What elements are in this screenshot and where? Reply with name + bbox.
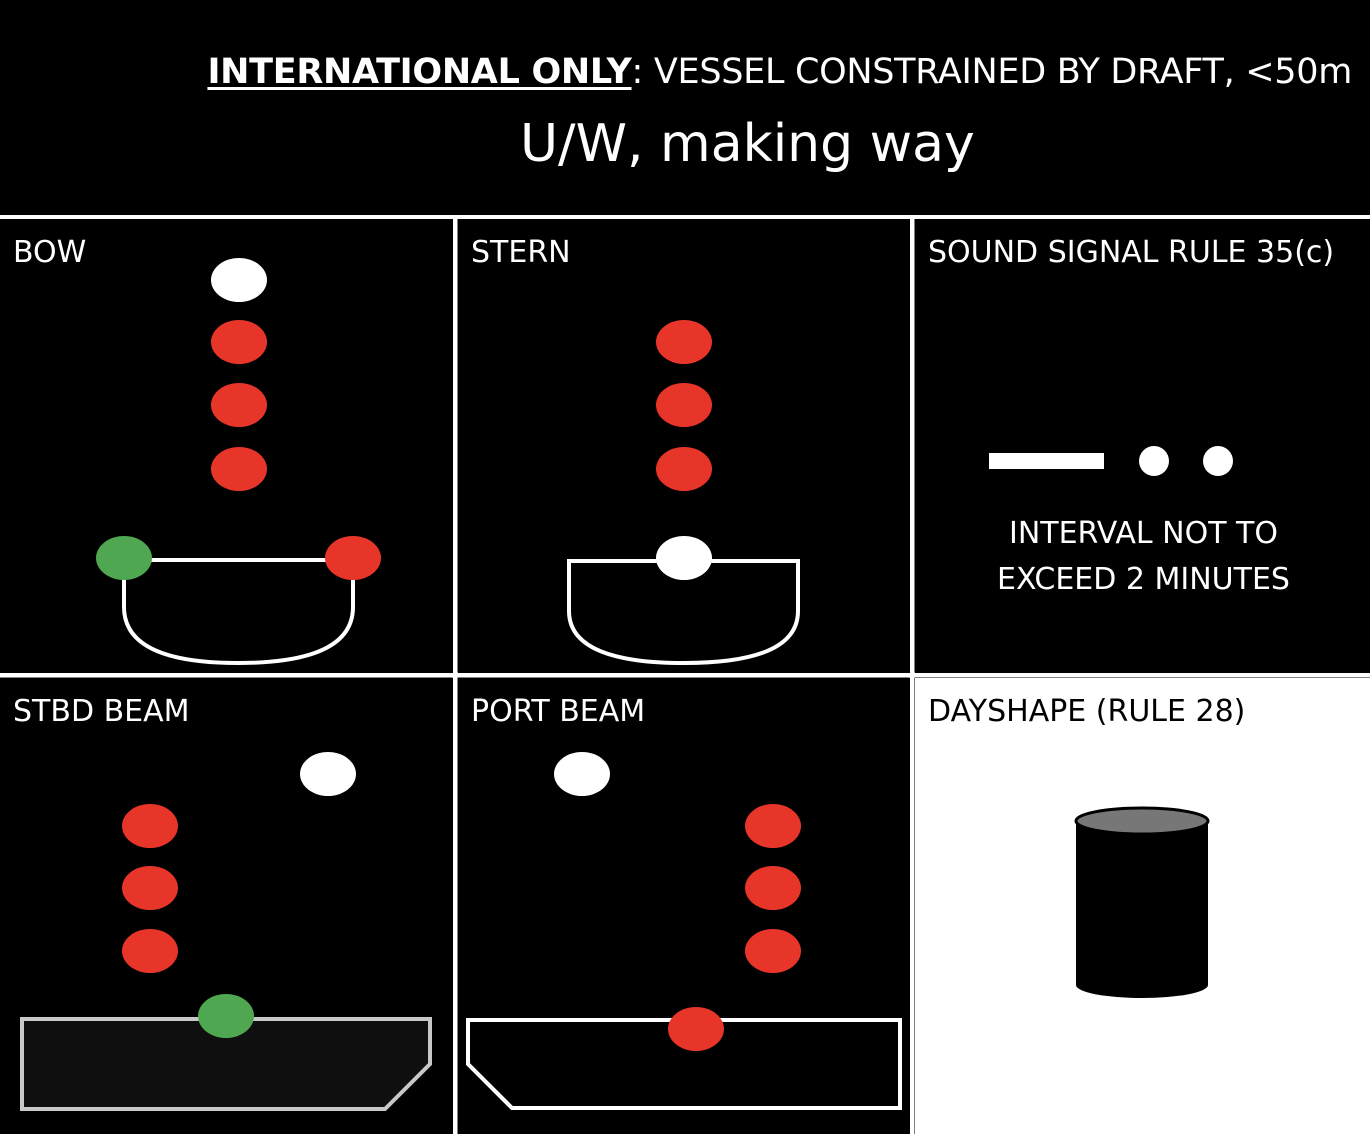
- title-international-only: INTERNATIONAL ONLY: [207, 52, 632, 92]
- prolonged-blast-dash: [989, 453, 1104, 469]
- panel-label-sound-signal: SOUND SIGNAL RULE 35(c): [928, 235, 1335, 270]
- title-separator: :: [631, 52, 644, 92]
- interval-note: INTERVAL NOT TO EXCEED 2 MINUTES: [915, 511, 1370, 603]
- stbd-beam-red-light-2: [122, 866, 178, 910]
- diagram-grid: BOW STERN SOUND SIGNAL RULE 35(c): [0, 215, 1370, 1134]
- short-blast-dot-2: [1203, 446, 1233, 476]
- bow-green-sidelight: [96, 536, 152, 580]
- stbd-beam-red-light-3: [122, 929, 178, 973]
- bow-masthead-white-light: [211, 258, 267, 302]
- panel-label-stbd-beam: STBD BEAM: [13, 694, 190, 729]
- interval-note-line-2: EXCEED 2 MINUTES: [997, 562, 1290, 597]
- bow-diagram: [96, 258, 381, 666]
- stern-white-light: [656, 536, 712, 580]
- port-beam-diagram: [466, 752, 902, 1110]
- port-beam-red-sidelight: [668, 1007, 724, 1051]
- panel-label-stern: STERN: [471, 235, 571, 270]
- bow-hull: [122, 558, 355, 666]
- panel-sound-signal: SOUND SIGNAL RULE 35(c) INTERVAL NOT TO …: [915, 219, 1370, 673]
- page-title: INTERNATIONAL ONLY: VESSEL CONSTRAINED B…: [207, 52, 1352, 92]
- bow-red-sidelight: [325, 536, 381, 580]
- title-vessel-description: VESSEL CONSTRAINED BY DRAFT, <50m: [643, 52, 1352, 92]
- port-beam-red-light-2: [745, 866, 801, 910]
- port-beam-red-light-1: [745, 804, 801, 848]
- port-beam-masthead-white-light: [554, 752, 610, 796]
- bow-red-light-1: [211, 320, 267, 364]
- panel-stern: STERN: [458, 219, 910, 673]
- stern-red-light-2: [656, 383, 712, 427]
- port-beam-hull: [466, 1018, 902, 1110]
- header: INTERNATIONAL ONLY: VESSEL CONSTRAINED B…: [0, 0, 1370, 215]
- stbd-beam-red-light-1: [122, 804, 178, 848]
- stern-red-light-1: [656, 320, 712, 364]
- panel-port-beam: PORT BEAM: [458, 678, 910, 1134]
- stern-hull: [567, 559, 800, 666]
- panel-label-dayshape: DAYSHAPE (RULE 28): [928, 694, 1246, 729]
- port-beam-red-light-3: [745, 929, 801, 973]
- stbd-beam-hull: [20, 1017, 432, 1111]
- short-blast-dot-1: [1139, 446, 1169, 476]
- stbd-beam-diagram: [20, 752, 432, 1111]
- stbd-beam-masthead-white-light: [300, 752, 356, 796]
- panel-label-bow: BOW: [13, 235, 87, 270]
- dayshape-diagram: [1074, 806, 1210, 998]
- stbd-beam-green-sidelight: [198, 994, 254, 1038]
- panel-dayshape: DAYSHAPE (RULE 28): [915, 678, 1370, 1134]
- cylinder-top: [1074, 806, 1210, 836]
- panel-bow: BOW: [0, 219, 453, 673]
- panel-stbd-beam: STBD BEAM: [0, 678, 453, 1134]
- interval-note-line-1: INTERVAL NOT TO: [1008, 516, 1278, 551]
- cylinder-body: [1076, 821, 1208, 998]
- page-subtitle: U/W, making way: [520, 114, 975, 174]
- sound-signal-diagram: [989, 446, 1233, 476]
- bow-red-light-3: [211, 447, 267, 491]
- bow-red-light-2: [211, 383, 267, 427]
- stern-red-light-3: [656, 447, 712, 491]
- grid-lines: [0, 215, 1370, 1134]
- stern-diagram: [567, 320, 800, 666]
- panel-label-port-beam: PORT BEAM: [471, 694, 646, 729]
